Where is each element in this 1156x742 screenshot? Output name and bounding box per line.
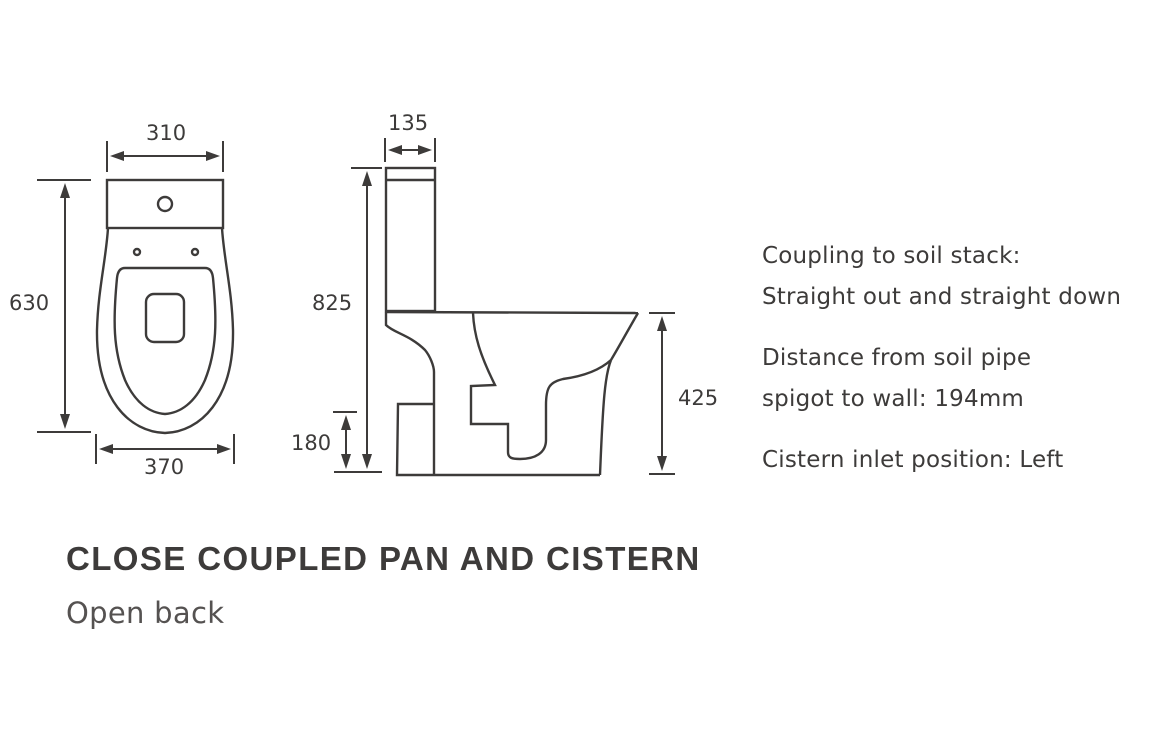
note-text: spigot to wall: 194mm (762, 386, 1025, 412)
hinge-hole-left (132, 247, 142, 257)
top-view-seat (113, 266, 217, 416)
note-coupling: Coupling to soil stack: Straight out and… (762, 236, 1121, 318)
dim-label-height: 630 (9, 291, 49, 315)
product-subtitle: Open back (66, 596, 225, 630)
note-cistern-inlet: Cistern inlet position: Left (762, 440, 1121, 481)
top-view-pan-outline (95, 227, 235, 435)
note-text: Cistern inlet position: Left (762, 447, 1064, 473)
dim-label-width-top: 310 (146, 121, 186, 145)
flush-button-icon (156, 195, 174, 213)
note-text: Straight out and straight down (762, 284, 1122, 310)
dim-label-outlet-height: 180 (291, 431, 331, 455)
note-text: Distance from soil pipe (762, 345, 1032, 371)
side-view: 135 825 180 425 (291, 111, 718, 477)
hinge-hole-right (190, 247, 200, 257)
spec-notes: Coupling to soil stack: Straight out and… (762, 236, 1121, 501)
side-view-cistern (384, 166, 437, 313)
dim-label-width-bottom: 370 (144, 455, 184, 479)
product-title: CLOSE COUPLED PAN AND CISTERN (66, 540, 701, 577)
top-view: 310 630 370 (9, 121, 235, 479)
dim-label-cistern-depth: 135 (388, 111, 428, 135)
note-spigot-distance: Distance from soil pipe spigot to wall: … (762, 338, 1121, 420)
dim-label-total-height: 825 (312, 291, 352, 315)
top-view-seat-opening (144, 292, 186, 344)
note-text: Coupling to soil stack: (762, 243, 1021, 269)
top-view-cistern (105, 178, 225, 230)
dim-label-pan-height: 425 (678, 386, 718, 410)
